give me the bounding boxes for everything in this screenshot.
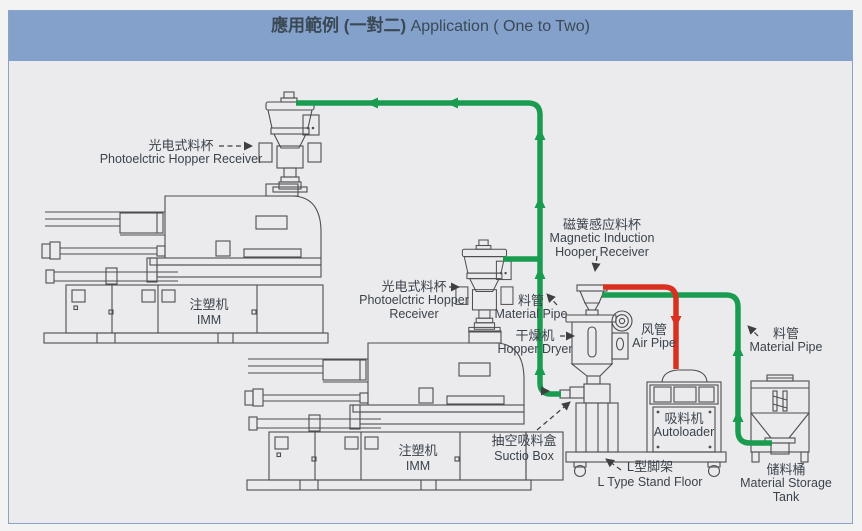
imm-2-label: 注塑机 IMM: [398, 443, 438, 473]
header: 應用範例 (一對二) Application ( One to Two): [9, 11, 852, 61]
page-title-en: Application ( One to Two): [410, 18, 590, 35]
imm-1-label: 注塑机 IMM: [189, 297, 229, 327]
material-storage-tank: [750, 374, 810, 463]
material-pipe-tank-to-receiver: [602, 292, 772, 446]
injection-molding-machine-2: [244, 330, 564, 491]
air-pipe-receiver-to-autoloader: [603, 284, 679, 369]
l-type-stand-floor-label: L型脚架 L Type Stand Floor: [597, 459, 703, 489]
material-pipe-left-label: 料管 Material Pipe: [494, 293, 568, 321]
suction-box-label: 抽空吸料盒 Suctio Box: [491, 433, 557, 464]
material-storage-tank-label: 储料桶 Material Storage Tank: [740, 462, 832, 504]
autoloader-label: 吸料机 Autoloader: [653, 411, 715, 439]
magnetic-induction-receiver-label: 磁簧感应料杯 Magnetic Induction Hooper Receive…: [549, 217, 655, 259]
flow-arrow-icons: [366, 97, 744, 422]
page-title-zh: 應用範例 (一對二): [271, 16, 407, 35]
hopper-dryer-label: 干燥机 Hopper Dryer: [497, 328, 573, 356]
magnetic-induction-hopper-receiver: [576, 284, 608, 316]
l-type-stand-floor: [565, 402, 727, 478]
suction-box: [559, 383, 611, 404]
air-pipe-label: 风管 Air Pipe: [632, 322, 676, 350]
diagram-frame: 應用範例 (一對二) Application ( One to Two): [8, 10, 853, 524]
photoelectric-hopper-receiver-2-label: 光电式料杯 Photoelctric Hopper Receiver: [359, 279, 469, 321]
photoelectric-hopper-receiver-1-label: 光电式料杯 Photoelctric Hopper Receiver: [99, 138, 263, 166]
label-leader-arrows: [219, 141, 759, 471]
material-pipe-right-label: 料管 Material Pipe: [749, 326, 823, 354]
autoloader-unit: [646, 369, 722, 453]
